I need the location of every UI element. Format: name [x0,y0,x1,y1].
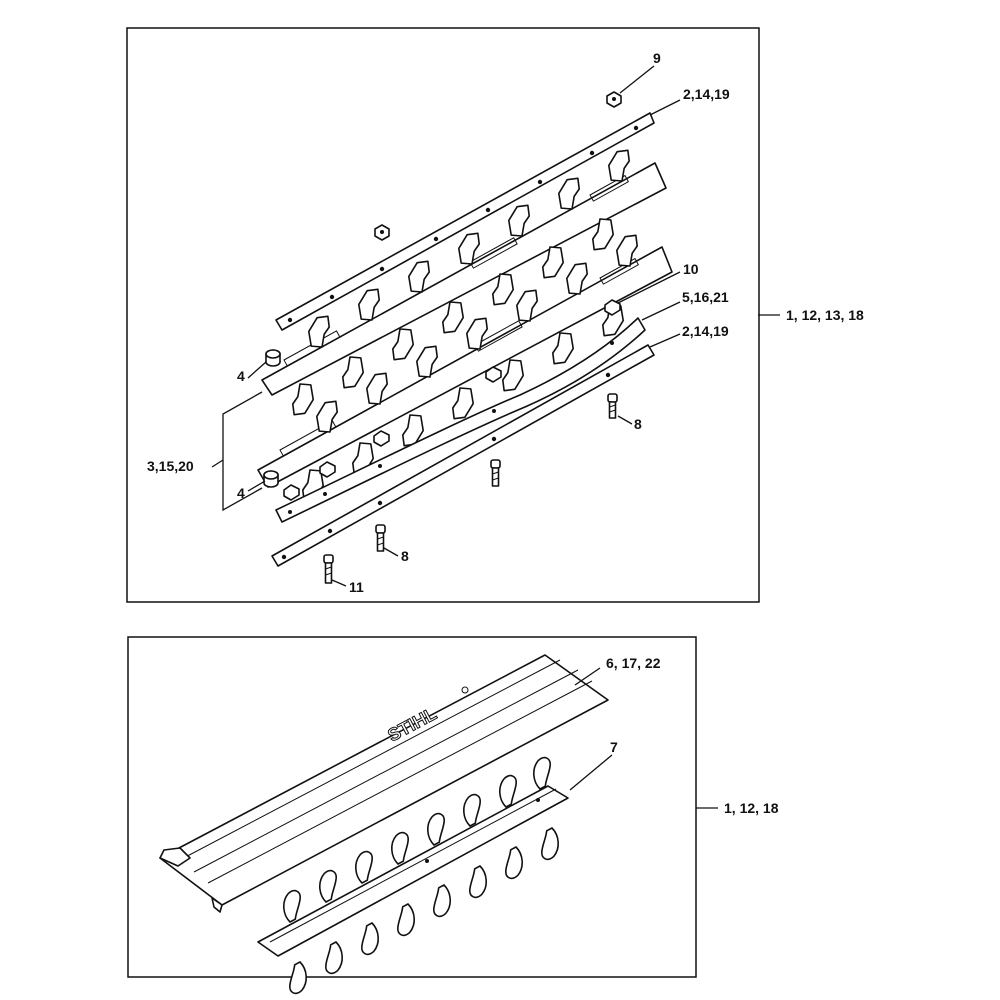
callout-9: 9 [653,50,661,66]
rivet-strip-top [275,112,655,331]
pressure-strip-5 [275,317,646,523]
lower-leader-lines [569,667,718,809]
blade-guard: STIHL [159,654,609,913]
callout-11: 11 [349,579,364,595]
callout-2-top: 2,14,19 [683,86,730,102]
spacer-4-top [265,349,281,367]
lower-assembly-view: STIHL [127,636,779,997]
square-nuts-10 [283,299,621,501]
screw-middle [490,459,501,487]
callout-10: 10 [683,261,699,277]
nut-middle [374,224,390,241]
upper-leader-lines [211,65,780,587]
callout-7: 7 [610,739,618,755]
callout-5: 5,16,21 [682,289,729,305]
callout-4-bottom: 4 [237,485,245,501]
screw-11 [323,554,334,584]
spacer-4-bottom [263,470,279,488]
callout-assembly-upper: 1, 12, 13, 18 [786,307,864,323]
nut-9 [606,91,622,108]
callout-3: 3,15,20 [147,458,194,474]
lower-panel-frame [127,636,697,978]
screw-8-right [607,393,618,419]
upper-exploded-view: 9 2,14,19 10 5,16,21 2,14,19 8 8 11 4 4 … [126,27,864,603]
callout-8-right: 8 [634,416,642,432]
callout-6: 6, 17, 22 [606,655,661,671]
callout-2-bottom: 2,14,19 [682,323,729,339]
guide-blade [257,754,569,997]
callout-assembly-lower: 1, 12, 18 [724,800,779,816]
rivet-strip-bottom [271,344,655,567]
callout-4-top: 4 [237,368,245,384]
screw-8-left [375,524,386,552]
upper-cutter-blade [261,146,667,419]
upper-panel-frame [126,27,760,603]
callout-8-left: 8 [401,548,409,564]
